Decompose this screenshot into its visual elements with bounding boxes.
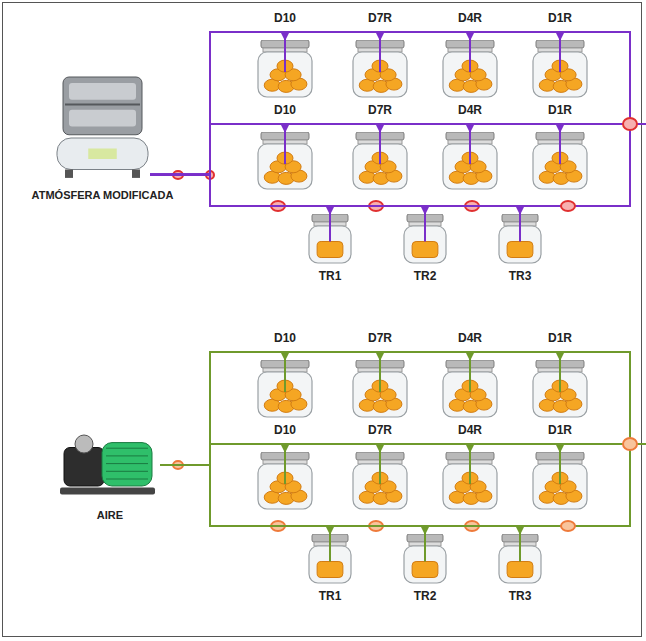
jar-icon [351, 452, 409, 510]
jar-node: D10 [256, 40, 314, 98]
jar-label: TR3 [509, 588, 532, 604]
source-label: AIRE [25, 508, 195, 522]
jar-icon [351, 40, 409, 98]
jar-node: D7R [351, 40, 409, 98]
source-label: ATMÓSFERA MODIFICADA [18, 188, 188, 202]
jar-label: D10 [274, 102, 296, 118]
jar-icon [351, 360, 409, 418]
purple-manifold [520, 32, 646, 206]
jar-icon [307, 214, 353, 264]
gas-line [160, 352, 560, 465]
jar-node: D1R [531, 132, 589, 190]
jar-icon [441, 132, 499, 190]
jar-node: TR3 [497, 214, 543, 264]
gas-line [160, 352, 470, 465]
jar-node: TR2 [402, 214, 448, 264]
jar-icon [497, 214, 543, 264]
jar-node: D7R [351, 360, 409, 418]
jar-label: TR1 [319, 268, 342, 284]
gas-line [160, 444, 470, 465]
green-manifold [520, 352, 646, 526]
jar-node: D10 [256, 452, 314, 510]
compressor-node: ATMÓSFERA MODIFICADA [55, 75, 150, 180]
jar-node: D4R [441, 452, 499, 510]
jar-node: D1R [531, 40, 589, 98]
jar-node: D4R [441, 360, 499, 418]
valve-symbols [173, 438, 637, 531]
jar-icon [256, 360, 314, 418]
jar-label: D4R [458, 10, 482, 26]
jar-icon [402, 214, 448, 264]
jar-label: D1R [548, 10, 572, 26]
jar-node: D1R [531, 360, 589, 418]
gas-line [160, 465, 330, 534]
jar-label: D4R [458, 102, 482, 118]
jar-label: D10 [274, 10, 296, 26]
gas-line [160, 465, 520, 534]
jar-label: D10 [274, 330, 296, 346]
jar-icon [441, 40, 499, 98]
jar-label: D1R [548, 102, 572, 118]
jar-icon [256, 40, 314, 98]
jar-label: D7R [368, 102, 392, 118]
jar-label: D10 [274, 422, 296, 438]
jar-icon [402, 534, 448, 584]
compressor-icon [55, 75, 150, 180]
valve-symbols [173, 118, 637, 211]
jar-node: D10 [256, 132, 314, 190]
jar-node: D4R [441, 40, 499, 98]
jar-node: D4R [441, 132, 499, 190]
jar-label: TR2 [414, 268, 437, 284]
jar-node: D7R [351, 452, 409, 510]
jar-label: D4R [458, 330, 482, 346]
pump-icon [60, 430, 160, 500]
gas-line [160, 444, 560, 465]
jar-icon [531, 132, 589, 190]
jar-label: TR2 [414, 588, 437, 604]
jar-label: D1R [548, 422, 572, 438]
jar-label: TR3 [509, 268, 532, 284]
jar-node: TR3 [497, 534, 543, 584]
jar-icon [531, 360, 589, 418]
jar-label: D7R [368, 330, 392, 346]
jar-icon [531, 452, 589, 510]
jar-icon [497, 534, 543, 584]
jar-icon [441, 452, 499, 510]
jar-label: TR1 [319, 588, 342, 604]
gas-line [160, 465, 425, 534]
gas-line [160, 444, 380, 465]
jar-icon [256, 452, 314, 510]
jar-node: TR2 [402, 534, 448, 584]
jar-node: TR1 [307, 534, 353, 584]
jar-label: D4R [458, 422, 482, 438]
jar-label: D7R [368, 422, 392, 438]
jar-icon [531, 40, 589, 98]
vacuum-pump-node: AIRE [60, 430, 160, 500]
jar-label: D7R [368, 10, 392, 26]
gas-line [160, 352, 380, 465]
jar-icon [307, 534, 353, 584]
jar-icon [256, 132, 314, 190]
jar-node: D1R [531, 452, 589, 510]
jar-icon [351, 132, 409, 190]
jar-node: TR1 [307, 214, 353, 264]
jar-icon [441, 360, 499, 418]
jar-node: D7R [351, 132, 409, 190]
jar-label: D1R [548, 330, 572, 346]
jar-node: D10 [256, 360, 314, 418]
